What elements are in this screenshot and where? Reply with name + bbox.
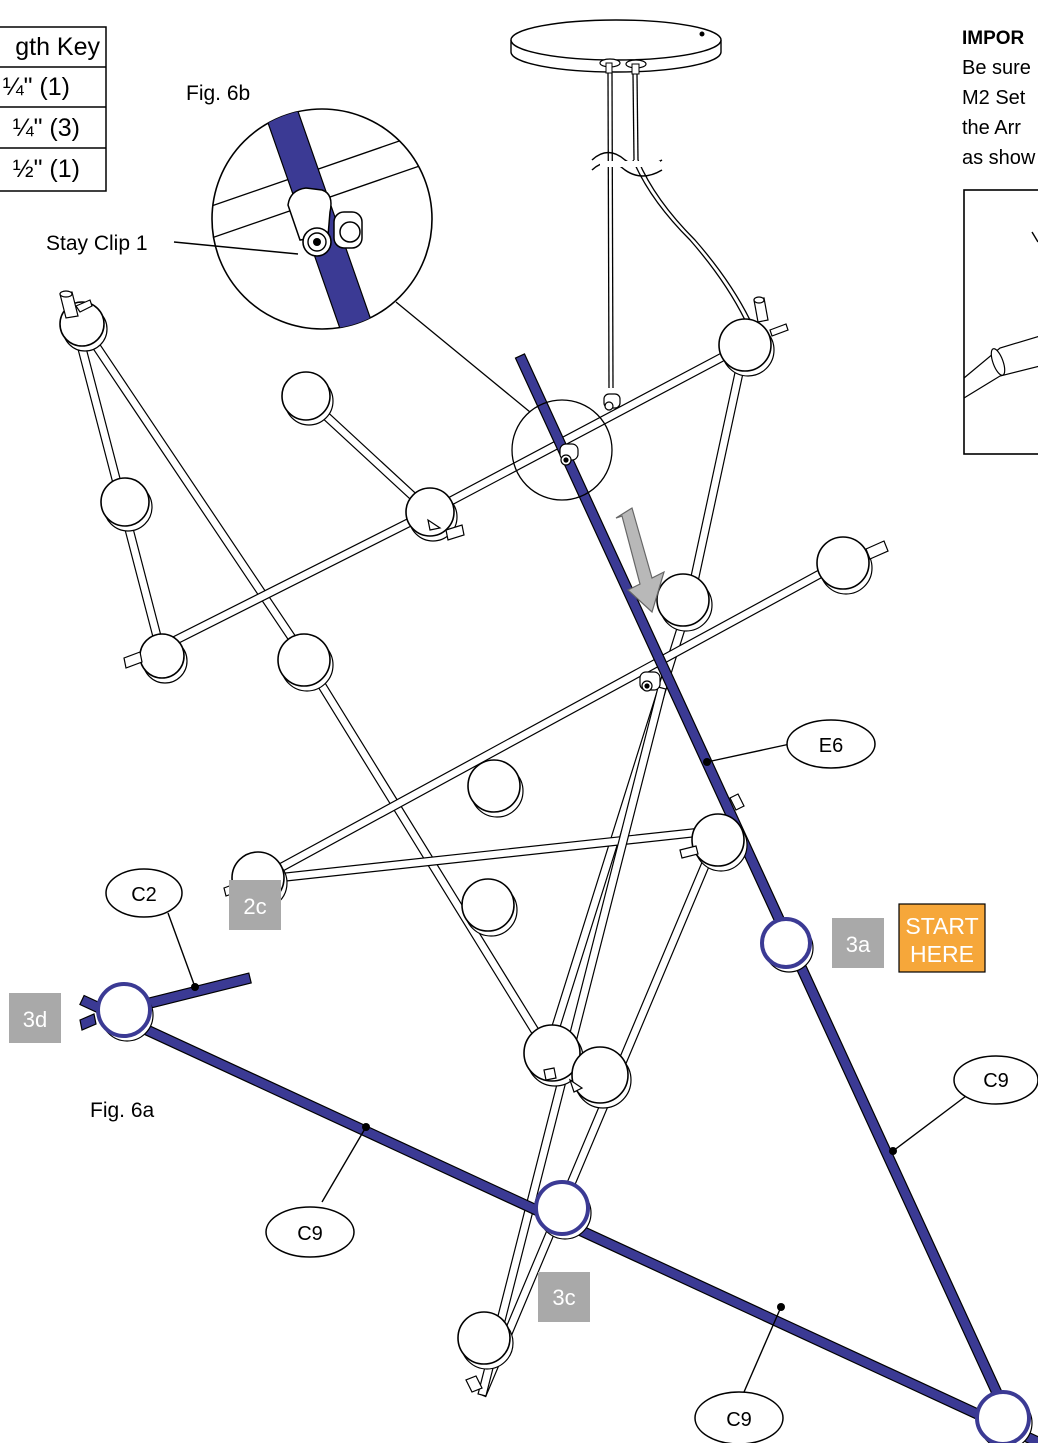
globe [461, 878, 515, 932]
arm-rod [67, 306, 305, 654]
important-note: IMPOR Be sure M2 Set the Arr as show [962, 28, 1038, 455]
part-label-e6: E6 [819, 735, 843, 757]
important-line: as show [962, 147, 1036, 169]
globe [277, 633, 331, 687]
stay-clip-label: Stay Clip 1 [46, 232, 148, 255]
globe [718, 318, 772, 372]
stay-clip-leader [173, 241, 299, 255]
ceiling-canopy [510, 19, 722, 75]
magnifier-detail [211, 108, 433, 330]
start-here-line2: HERE [910, 941, 974, 967]
important-heading: IMPOR [962, 28, 1025, 49]
globe-highlight-ring [760, 917, 812, 969]
globe [691, 813, 745, 867]
globe [405, 487, 455, 537]
globe [100, 477, 150, 527]
arm-rod [256, 825, 722, 885]
detail-leader-line [395, 301, 531, 413]
direction-arrow [615, 507, 665, 614]
length-key-row: ½" (1) [13, 155, 80, 183]
arm-rod [157, 507, 433, 653]
globe [523, 1024, 581, 1082]
part-label-c9-right: C9 [983, 1070, 1009, 1092]
arm-fittings [59, 290, 889, 1393]
globe [467, 759, 521, 813]
important-line: M2 Set [962, 87, 1026, 109]
step-tags: 2c 3a 3c 3d [9, 880, 884, 1322]
globe [816, 536, 870, 590]
length-key-row: ¼" (1) [3, 73, 70, 101]
step-tag-3a: 3a [846, 932, 871, 957]
globe [571, 1046, 629, 1104]
globe-highlight-ring [96, 982, 152, 1038]
step-tag-3d: 3d [23, 1007, 47, 1032]
part-label-c9-left: C9 [297, 1223, 323, 1245]
length-key-table: gth Key ¼" (1) ¼" (3) ½" (1) [0, 26, 107, 192]
part-callouts: E6 C2 C9 C9 C9 [105, 719, 1038, 1443]
stay-clip [559, 393, 661, 692]
suspension-cables [591, 72, 751, 389]
globe-highlight-ring [975, 1390, 1031, 1443]
globe-spheres [59, 301, 1033, 1443]
start-here-badge: START HERE [898, 903, 986, 973]
arm-rod [685, 343, 750, 602]
length-key-row: ¼" (3) [13, 114, 80, 142]
important-line: Be sure [962, 57, 1031, 79]
part-label-c9-bottom: C9 [726, 1409, 752, 1431]
length-key-header: gth Key [15, 33, 100, 61]
detail-highlight-circle [511, 399, 613, 501]
part-label-c2: C2 [131, 884, 157, 906]
fig-6a-label: Fig. 6a [90, 1099, 155, 1122]
globe [656, 573, 710, 627]
fig-6b-label: Fig. 6b [186, 82, 250, 105]
step-tag-3c: 3c [552, 1285, 575, 1310]
globe [139, 633, 185, 679]
arm-rod [543, 598, 695, 1054]
important-detail-frame [963, 189, 1038, 455]
important-line: the Arr [962, 117, 1021, 139]
globe [281, 371, 331, 421]
start-here-line1: START [905, 913, 978, 939]
step-tag-2c: 2c [243, 894, 266, 919]
globe-highlight-ring [534, 1180, 590, 1236]
globe [457, 1311, 511, 1365]
